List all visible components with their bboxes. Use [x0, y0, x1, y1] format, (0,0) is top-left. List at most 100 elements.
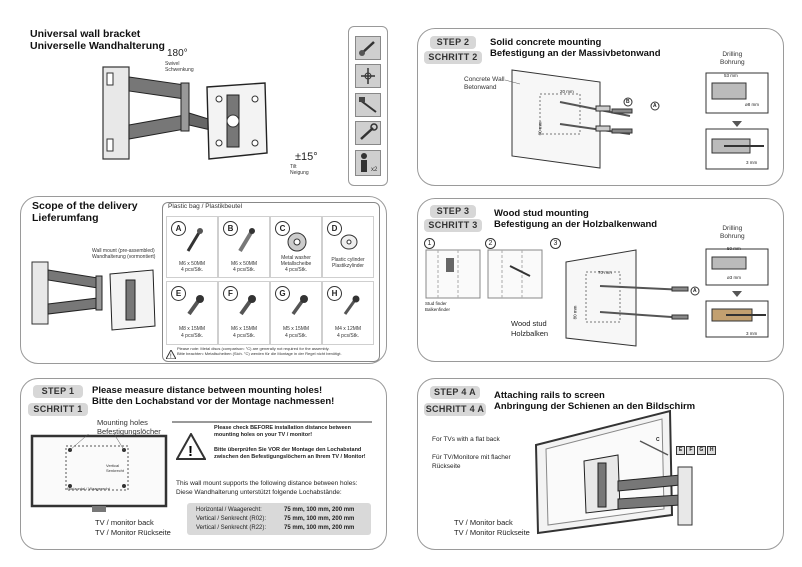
svg-text:!: !	[188, 443, 193, 460]
tv-back-caption: TV / monitor back TV / Monitor Rückseite	[95, 518, 171, 537]
part-name: Metal washer	[281, 255, 311, 261]
part-letter: F	[223, 286, 238, 301]
drill-gap: 3 mm	[746, 331, 758, 336]
flat-back-label-en: For TVs with a flat back	[432, 436, 500, 443]
step1-warning-de: Bitte überprüfen Sie VOR der Montage den…	[214, 447, 366, 460]
scope-bracket-illustration	[31, 261, 156, 331]
tilt-label: Tilt Neigung	[290, 164, 309, 176]
part-h-card: H M4 x 12MM 4 pcs/Stk.	[322, 281, 374, 345]
part-letter: H	[327, 286, 342, 301]
part-qty: 4 pcs/Stk.	[337, 333, 359, 339]
label-a: A	[653, 103, 657, 109]
bag-label: Plastic bag / Plastikbeutel	[168, 203, 243, 210]
part-qty: 4 pcs/Stk.	[181, 333, 203, 339]
part-a-card: A M6 x 50MM 4 pcs/Stk.	[166, 216, 218, 278]
label-a: A	[693, 288, 697, 294]
step3-tag: STEP 3	[430, 205, 476, 218]
part-name: M4 x 12MM	[334, 326, 362, 332]
step4-tag-de: SCHRITT 4 A	[424, 403, 486, 416]
step2-title: Solid concrete mounting Befestigung an d…	[490, 37, 661, 59]
part-letter: D	[327, 221, 342, 236]
drill-depth: 53 mm	[724, 73, 738, 78]
scope-note: Please note: Metal discs (comparison: °C…	[177, 346, 342, 356]
swivel-degree: 180°	[167, 48, 188, 59]
dim-horizontal: 70 mm	[598, 270, 612, 275]
stud-finder-illustration	[425, 249, 543, 299]
step4-title: Attaching rails to screen Anbringung der…	[494, 390, 696, 412]
step1-supports: This wall mount supports the following d…	[176, 480, 358, 496]
swivel-label: Swivel Schwenkung	[165, 61, 194, 73]
hole-distance-row: Horizontal / Waagerecht:75 mm, 100 mm, 2…	[196, 507, 355, 513]
label-b: B	[626, 99, 630, 105]
step2-tag: STEP 2	[430, 36, 476, 49]
drill-gap: 3 mm	[746, 160, 758, 165]
svg-text:x2: x2	[371, 167, 378, 173]
person-icon: x2	[355, 150, 381, 176]
wood-wall-illustration	[565, 249, 700, 347]
warning-small-icon: !	[165, 346, 177, 364]
step4-tag: STEP 4 A	[430, 386, 480, 399]
tv-back-caption: TV / Monitor back TV / Monitor Rückseite	[454, 518, 530, 537]
warning-icon: !	[175, 431, 207, 465]
drill-bit-icon	[355, 64, 381, 88]
substep-2-number: 2	[485, 238, 496, 249]
part-qty: 4 pcs/Stk.	[181, 267, 203, 273]
step3-tag-de: SCHRITT 3	[424, 219, 482, 232]
hole-distance-row: Vertical / Senkrecht (R02):75 mm, 100 mm…	[196, 516, 355, 522]
part-letter: E	[171, 286, 186, 301]
wall-mount-caption: Wall mount (pre-assembled) Wandhalterung…	[92, 248, 156, 260]
flat-back-label-de: Für TV/Monitore mit flacher Rückseite	[432, 454, 511, 470]
drill-depth: 50 mm	[727, 246, 741, 251]
part-name: M6 x 15MM	[230, 326, 258, 332]
drill-icon	[355, 93, 381, 117]
part-e-card: E M8 x 15MM 4 pcs/Stk.	[166, 281, 218, 345]
part-c-card: C Metal washer Metallscheibe 4 pcs/Stk.	[270, 216, 322, 278]
drill-diameter: ø3 mm	[727, 275, 741, 280]
part-qty: 4 pcs/Stk.	[233, 267, 255, 273]
part-name: M8 x 15MM	[178, 326, 206, 332]
substep-3-number: 3	[550, 238, 561, 249]
wrench-icon	[355, 121, 381, 145]
part-b-card: B M6 x 50MM 4 pcs/Stk.	[218, 216, 270, 278]
wood-stud-label: Wood stud Holzbalken	[511, 319, 549, 338]
drilling-diagram	[705, 72, 769, 170]
tv-back-illustration	[30, 434, 168, 512]
drilling-label: Drilling Bohrung	[720, 225, 745, 240]
step1-divider	[172, 421, 372, 423]
parts-labels: E F G H	[676, 446, 717, 455]
mounting-holes-label: Mounting holes Befestigungslöcher	[97, 418, 161, 436]
step2-tag-de: SCHRITT 2	[424, 51, 482, 64]
drilling-label: Drilling Bohrung	[720, 51, 745, 66]
part-name: M5 x 15MM	[282, 326, 310, 332]
concrete-wall-label: Concrete Wall Betonwand	[464, 76, 505, 91]
part-name: Plastic cylinder	[331, 257, 365, 263]
part-name-de: Plastikzylinder	[332, 263, 364, 269]
vertical-label: Vertical Senkrecht	[106, 463, 125, 473]
part-qty: 4 pcs/Stk.	[233, 333, 255, 339]
part-name: M6 x 50MM	[230, 261, 258, 267]
svg-text:!: !	[170, 354, 172, 359]
part-letter: A	[171, 221, 186, 236]
part-qty: 4 pcs/Stk.	[285, 267, 307, 273]
step3-title: Wood stud mounting Befestigung an der Ho…	[494, 208, 658, 230]
part-g-card: G M5 x 15MM 4 pcs/Stk.	[270, 281, 322, 345]
drilling-diagram	[705, 248, 769, 338]
bracket-illustration	[102, 66, 268, 160]
product-title: Universal wall bracket Universelle Wandh…	[30, 28, 165, 52]
dim-vertical: 60 mm	[537, 121, 543, 136]
dim-vertical: 80 mm	[572, 305, 578, 320]
step1-title: Please measure distance between mounting…	[92, 385, 335, 407]
drill-diameter: ø8 mm	[745, 102, 759, 107]
dim-horizontal: 20 mm	[560, 89, 574, 94]
part-name: M6 x 50MM	[178, 261, 206, 267]
scope-title: Scope of the delivery Lieferumfang	[32, 200, 138, 224]
part-f-card: F M6 x 15MM 4 pcs/Stk.	[218, 281, 270, 345]
hole-distance-table	[187, 503, 371, 535]
part-name-de: Metallscheibe	[280, 261, 312, 267]
part-qty: 4 pcs/Stk.	[285, 333, 307, 339]
step1-tag-de: SCHRITT 1	[28, 403, 88, 416]
part-d-card: D Plastic cylinder Plastikzylinder	[322, 216, 374, 278]
substep-1-number: 1	[424, 238, 435, 249]
stud-finder-label: Stud finder Balkenfinder	[425, 301, 451, 312]
screwdriver-icon	[355, 36, 381, 60]
